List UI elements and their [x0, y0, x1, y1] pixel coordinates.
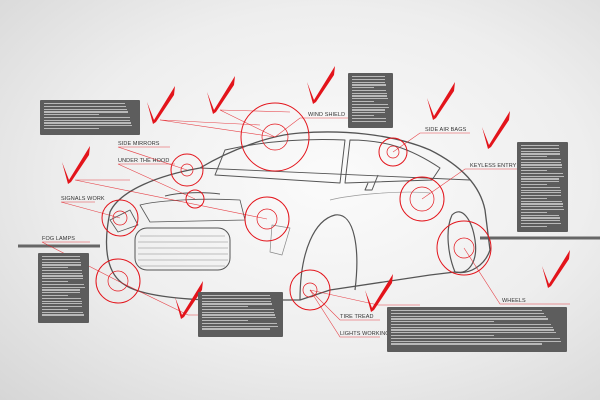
checkmark-icon	[62, 146, 90, 184]
label-fog-lamps: FOG LAMPS	[42, 236, 75, 242]
car-outline	[105, 131, 491, 301]
text-block-6	[387, 307, 567, 352]
leader-line	[309, 289, 380, 321]
target-circle-icon	[240, 102, 310, 172]
text-block-3	[517, 142, 568, 232]
leader-line	[117, 163, 196, 200]
text-block-4	[38, 253, 89, 323]
target-circle-icon	[185, 189, 205, 209]
target-circle-icon	[399, 176, 445, 222]
leader-line	[463, 247, 570, 305]
leader-line	[219, 109, 291, 138]
checkmark-icon	[207, 76, 235, 114]
leader-line	[159, 119, 276, 138]
leader-line	[309, 289, 380, 338]
target-circle-icon	[436, 220, 492, 276]
leader-line	[274, 117, 350, 138]
target-inner-circle-icon	[386, 145, 400, 159]
label-lights-working: LIGHTS WORKING	[340, 331, 390, 337]
checkmark-icon	[427, 82, 455, 120]
target-inner-circle-icon	[180, 163, 194, 177]
label-wheels: WHEELS	[502, 298, 526, 304]
checkmark-icon	[542, 250, 570, 288]
target-circle-icon	[244, 196, 290, 242]
leader-line	[117, 146, 188, 171]
target-circle-icon	[95, 258, 141, 304]
label-signals-work: SIGNALS WORK	[61, 196, 105, 202]
leader-line	[392, 132, 470, 153]
target-inner-circle-icon	[107, 270, 129, 292]
label-side-air-bags: SIDE AIR BAGS	[425, 127, 467, 133]
label-keyless-entry: KEYLESS ENTRY	[470, 163, 517, 169]
target-circle-icon	[378, 137, 408, 167]
text-block-5	[198, 292, 283, 337]
target-circle-icon	[101, 199, 139, 237]
leader-line	[60, 201, 121, 219]
checkmark-icon	[307, 66, 335, 104]
target-inner-circle-icon	[409, 186, 435, 212]
leader-line	[309, 289, 420, 306]
target-inner-circle-icon	[302, 282, 318, 298]
target-circle-icon	[170, 153, 204, 187]
label-wind-shield: WIND SHIELD	[308, 112, 345, 118]
label-under-the-hood: UNDER THE HOOD	[118, 158, 169, 164]
target-circle-icon	[289, 269, 331, 311]
leader-line	[41, 241, 119, 282]
text-block-1	[40, 100, 140, 135]
target-inner-circle-icon	[261, 123, 289, 151]
label-side-mirrors: SIDE MIRRORS	[118, 141, 160, 147]
leader-line	[421, 168, 520, 200]
target-inner-circle-icon	[256, 208, 278, 230]
label-tire-tread: TIRE TREAD	[340, 314, 374, 320]
target-inner-circle-icon	[453, 237, 475, 259]
target-inner-circle-icon	[112, 210, 128, 226]
leader-line	[74, 179, 268, 220]
checkmark-icon	[147, 86, 175, 124]
text-block-2	[348, 73, 393, 128]
checkmark-icon	[482, 111, 510, 149]
